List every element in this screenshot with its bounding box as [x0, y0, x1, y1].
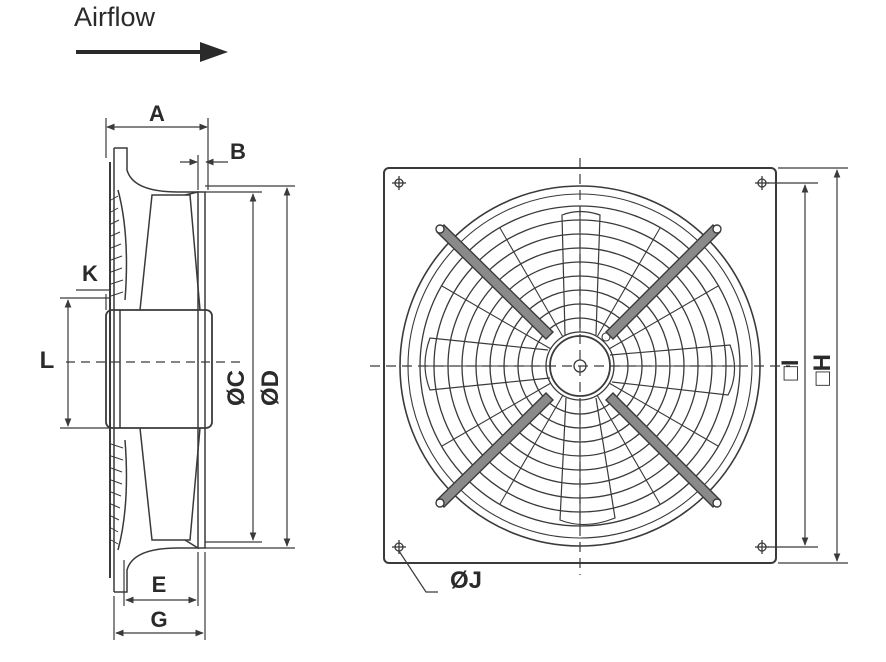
- front-centerlines: [370, 158, 790, 575]
- dim-e-label: E: [152, 572, 167, 597]
- airflow-label: Airflow: [74, 2, 156, 32]
- dim-g-label: G: [150, 607, 167, 632]
- dim-j-label: ØJ: [450, 567, 482, 594]
- front-dimensions: [398, 167, 848, 593]
- dim-k-label: K: [82, 261, 98, 286]
- side-view: [66, 147, 240, 593]
- dim-a-label: A: [149, 101, 165, 126]
- dim-h-label: □H: [809, 354, 836, 386]
- airflow-arrow: [76, 42, 228, 62]
- side-dimensions: [60, 118, 295, 640]
- dim-c-label: ØC: [223, 370, 250, 406]
- dim-d-label: ØD: [257, 370, 284, 406]
- dim-i-label: □I: [777, 359, 804, 380]
- mounting-holes: [392, 176, 769, 554]
- dim-l-label: L: [40, 347, 55, 374]
- support-arms: [435, 224, 722, 508]
- dim-b-label: B: [230, 139, 246, 164]
